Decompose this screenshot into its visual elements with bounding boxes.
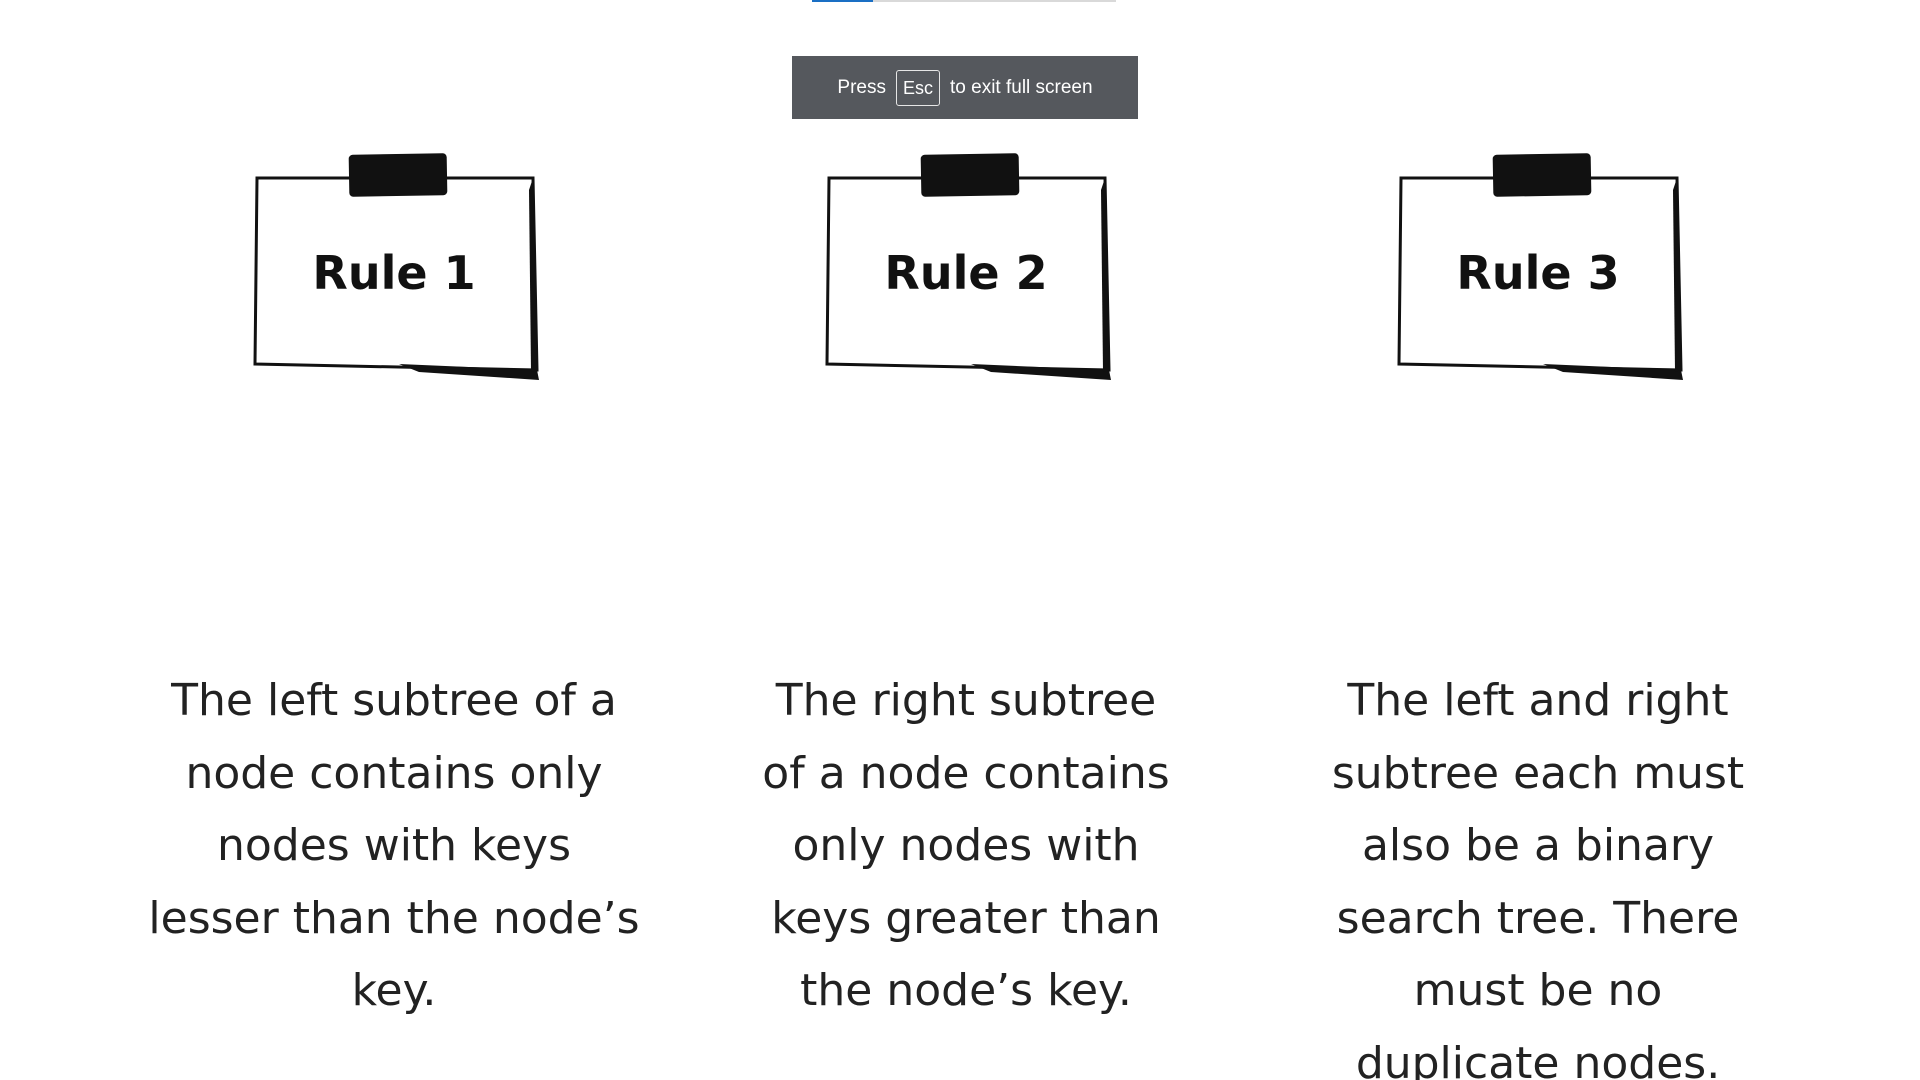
sticky-note-icon (825, 153, 1111, 380)
rule-description: The right subtree of a node contains onl… (762, 675, 1170, 1016)
note-card-2: Rule 2 (821, 150, 1111, 380)
sticky-note-icon (1397, 153, 1683, 380)
top-progress-bar (812, 0, 1116, 2)
fullscreen-toast: Press Esc to exit full screen (792, 56, 1138, 119)
rule-description: The left and right subtree each must als… (1331, 675, 1745, 1080)
rule-column-1: Rule 1 The left subtree of a node contai… (134, 150, 654, 1028)
progress-fill (812, 0, 873, 2)
rule-column-3: Rule 3 The left and right subtree each m… (1278, 150, 1798, 1080)
esc-key-badge: Esc (895, 69, 940, 106)
rule-title: Rule 1 (312, 246, 476, 300)
rule-title: Rule 3 (1456, 246, 1620, 300)
rule-column-2: Rule 2 The right subtree of a node conta… (706, 150, 1226, 1028)
toast-suffix: to exit full screen (950, 76, 1093, 98)
toast-prefix: Press (837, 76, 886, 98)
note-card-3: Rule 3 (1393, 150, 1683, 380)
sticky-note-icon (253, 153, 539, 380)
note-card-1: Rule 1 (249, 150, 539, 380)
rule-description: The left subtree of a node contains only… (148, 675, 640, 1016)
rule-title: Rule 2 (884, 246, 1048, 300)
